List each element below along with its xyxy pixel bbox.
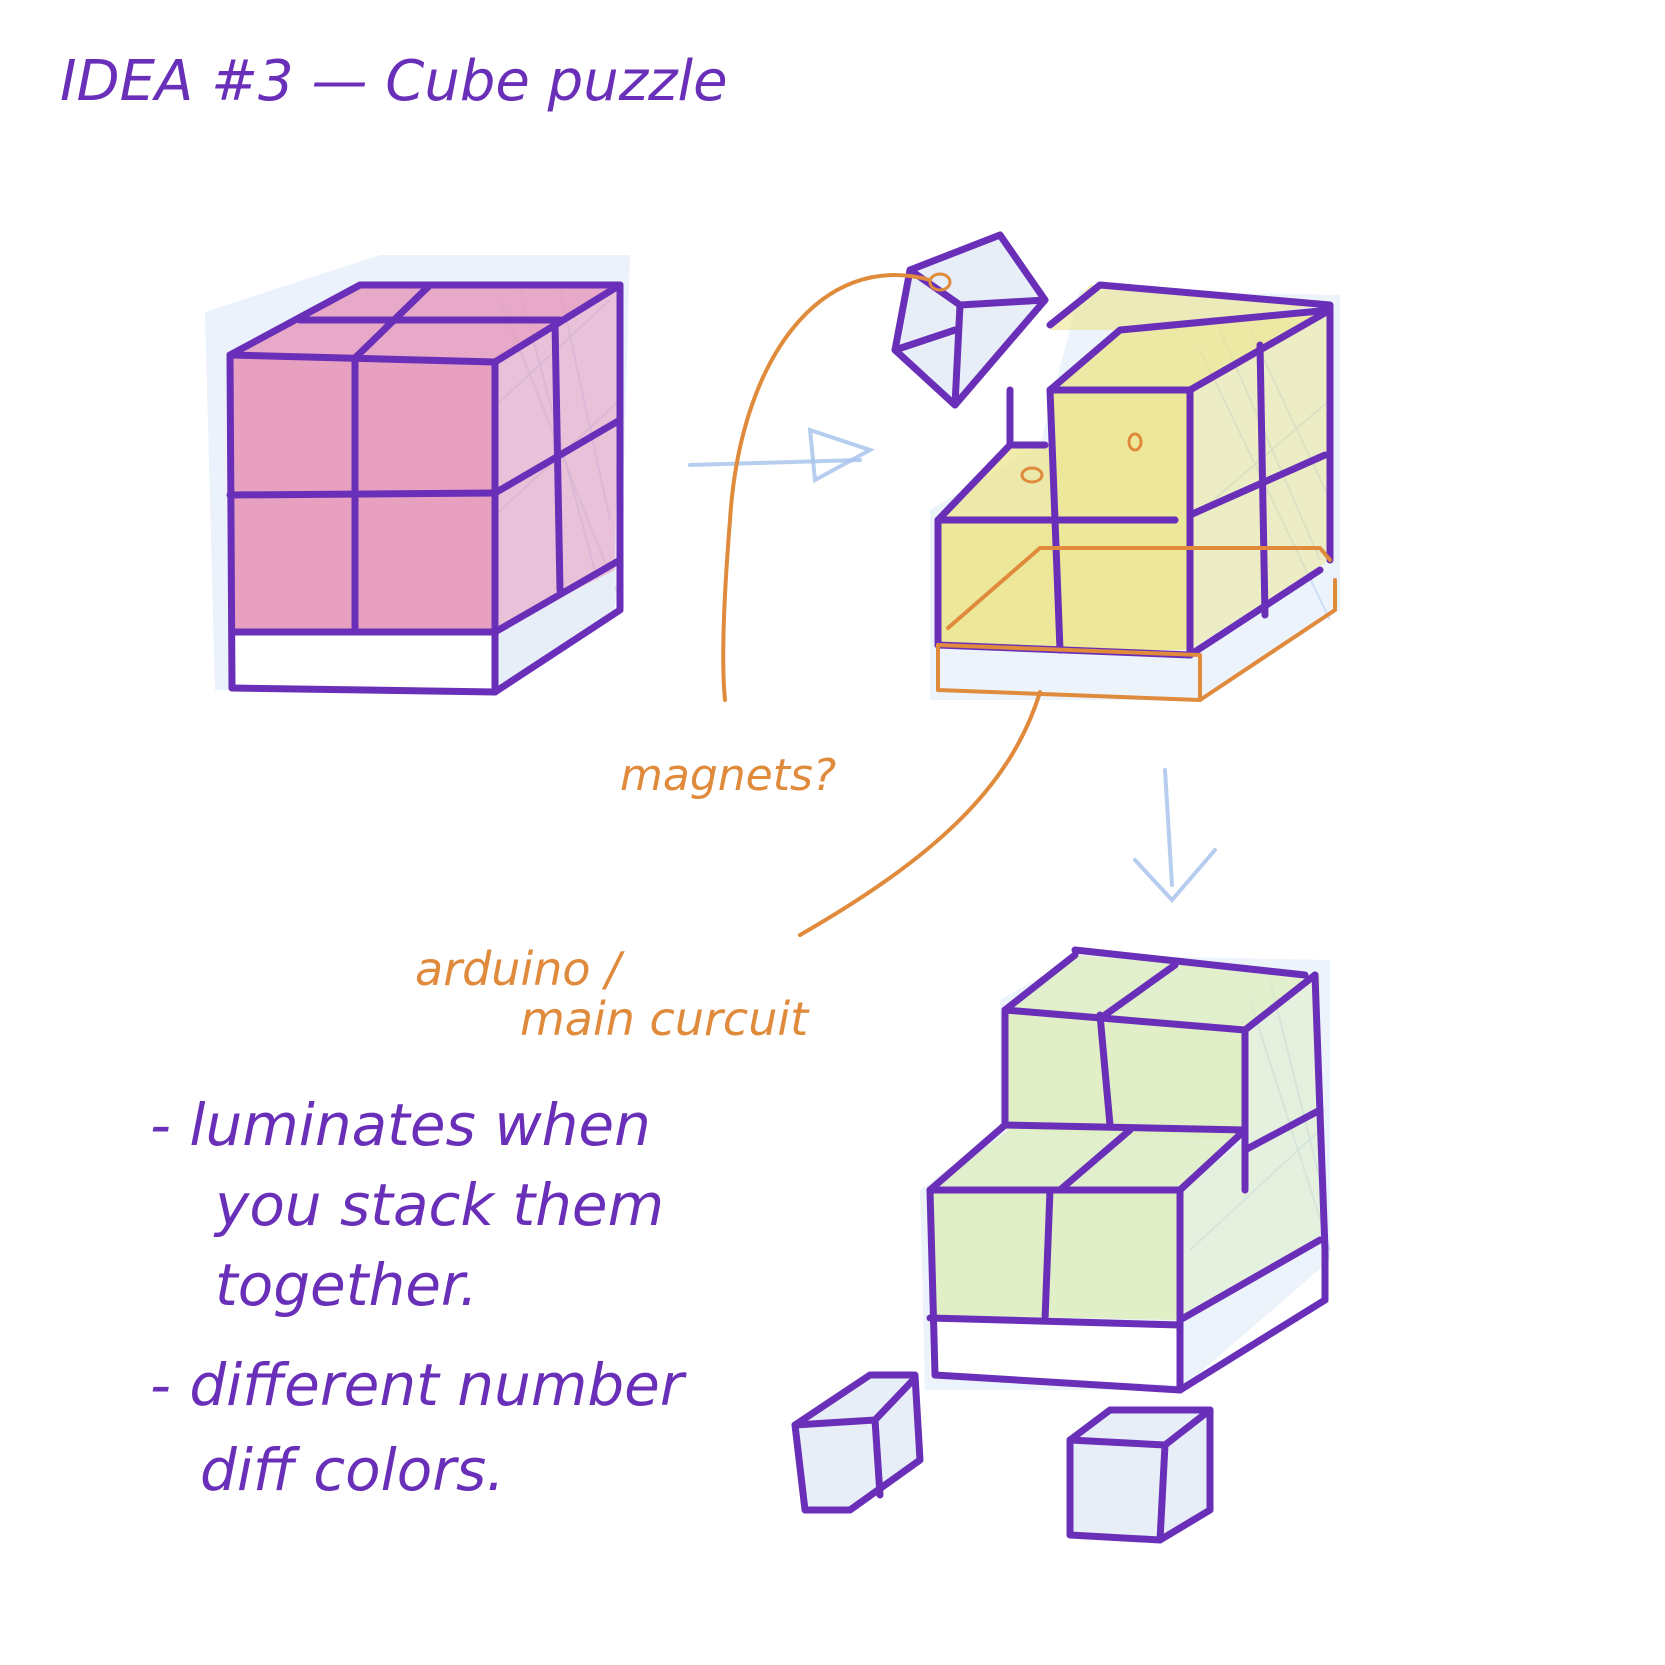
note-line: diff colors. — [200, 1436, 505, 1504]
cube-partial-yellow — [930, 281, 1340, 702]
label-main-circuit: main curcuit — [520, 992, 810, 1046]
arrow-right-icon — [688, 427, 875, 484]
annotation-leaders — [721, 273, 1042, 937]
note-line: - different number — [150, 1351, 687, 1419]
notes: - luminates when you stack them together… — [150, 1091, 687, 1504]
cube-complete-pink — [205, 255, 630, 696]
note-line: together. — [215, 1251, 478, 1319]
page-title: IDEA #3 — Cube puzzle — [60, 49, 728, 114]
note-line: you stack them — [213, 1171, 664, 1239]
loose-cube-right — [1066, 1406, 1214, 1544]
label-arduino: arduino / — [415, 942, 625, 996]
arrow-down-icon — [1133, 768, 1217, 904]
loose-cube-left — [791, 1371, 924, 1514]
label-magnets: magnets? — [620, 750, 836, 801]
cube-piece-floating — [891, 231, 1049, 409]
note-line: - luminates when — [150, 1091, 651, 1159]
cube-stacked-green — [920, 946, 1331, 1394]
